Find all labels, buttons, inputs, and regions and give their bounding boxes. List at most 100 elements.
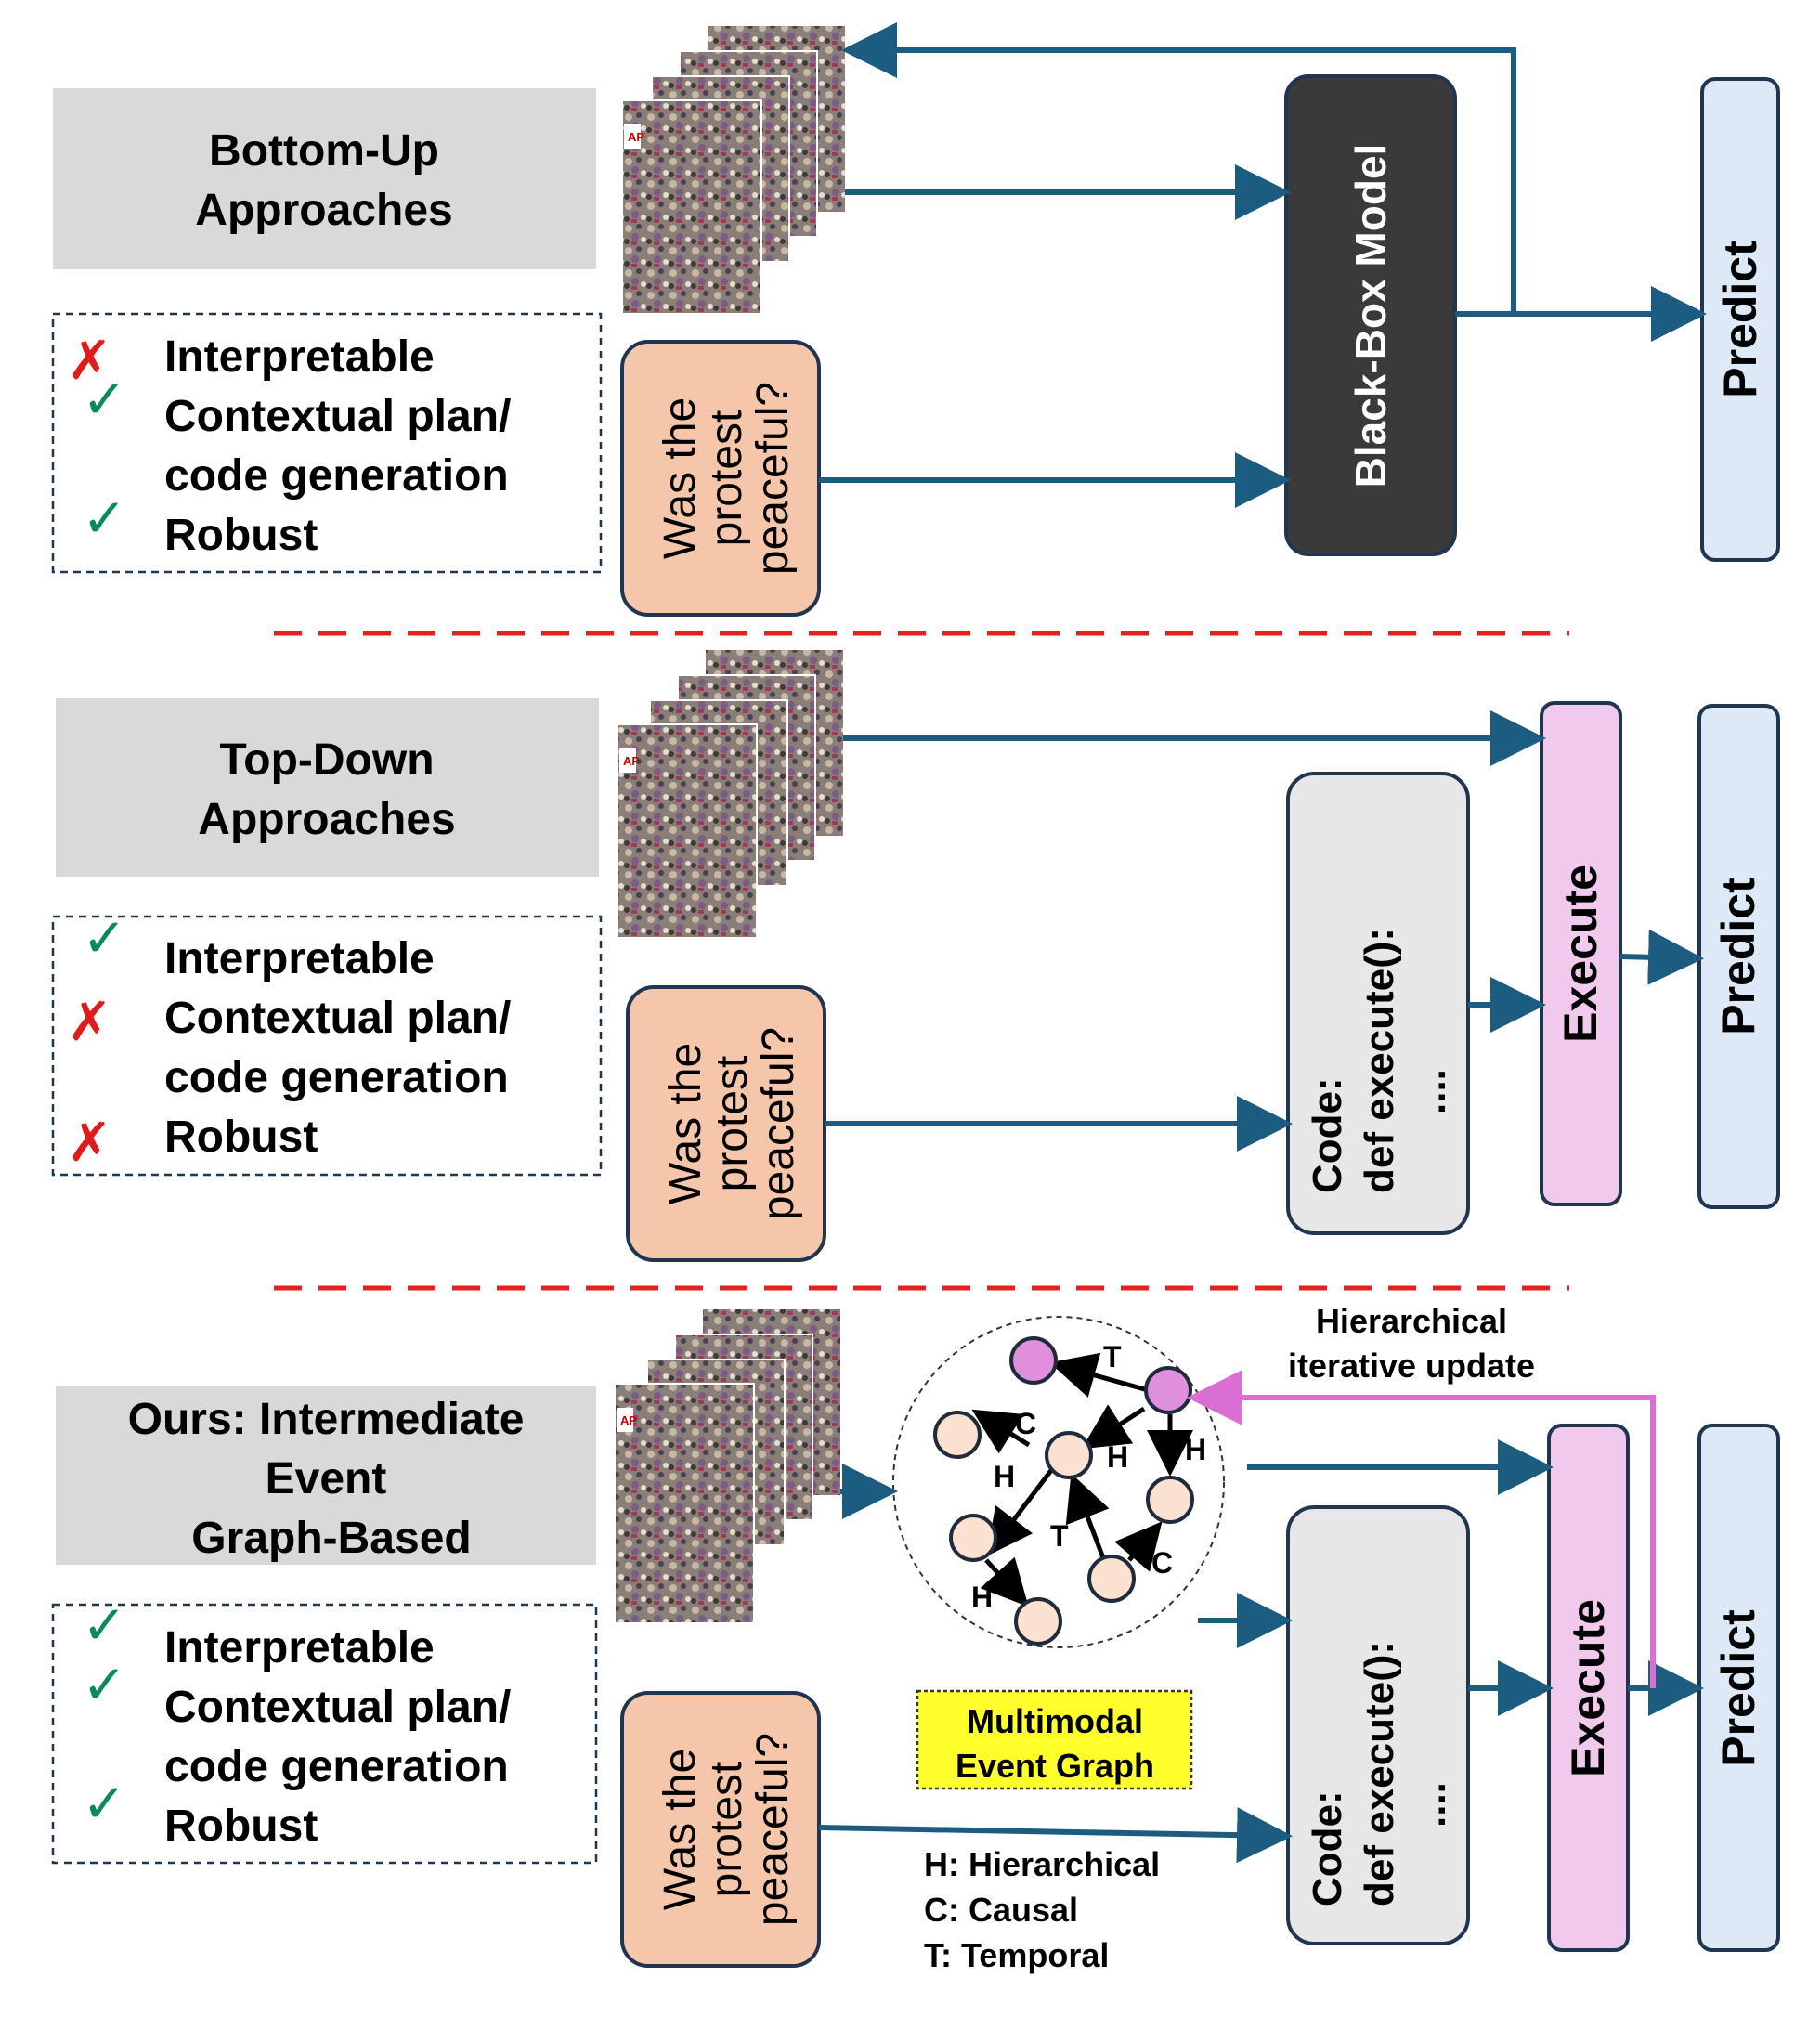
frame-logo [619, 748, 636, 773]
frame-logo-text: AP [628, 130, 644, 144]
video-frame [617, 723, 758, 939]
arrow [1619, 929, 1704, 985]
check-mark-icon: ✓ [82, 1772, 127, 1835]
execute-label: Execute [1554, 865, 1606, 1043]
frame-logo [617, 1408, 633, 1432]
feedback-arrow [841, 22, 1516, 314]
cross-mark-icon: ✗ [67, 1111, 112, 1174]
criteria-box [51, 915, 603, 1177]
code-line-1: Code: [1305, 1077, 1350, 1193]
graph-node [1045, 1431, 1093, 1479]
graph-edge [971, 1409, 1031, 1454]
legend-line-3: T: Temporal [924, 1936, 1109, 1974]
code-line-2: def execute(): [1357, 928, 1402, 1193]
criteria-box [51, 1603, 598, 1865]
code-line-3: .... [1409, 1069, 1454, 1114]
graph-node [1144, 1366, 1192, 1414]
black-box-model-label: Black-Box Model [1346, 144, 1395, 488]
cross-mark-icon: ✗ [67, 329, 112, 392]
predict-label: Predict [1714, 241, 1766, 398]
code-box [1286, 1505, 1470, 1945]
graph-edge [1049, 1352, 1149, 1398]
criterion-robust: Robust [164, 1802, 318, 1851]
section-ours: Ours: Intermediate Event Graph-Based ✓ I… [51, 1302, 1780, 1974]
question-line-3: peaceful? [748, 1733, 798, 1926]
graph-edge [1081, 1404, 1146, 1450]
graph-edge [1065, 1473, 1110, 1564]
criterion-contextual-cont: code generation [164, 1053, 509, 1102]
graph-edge [1114, 1521, 1163, 1572]
frame-logo [624, 124, 641, 149]
criterion-contextual-cont: code generation [164, 451, 509, 501]
section-title-box [53, 88, 596, 269]
criterion-contextual: Contextual plan/ [164, 994, 511, 1043]
legend-line-2: C: Causal [924, 1891, 1078, 1929]
video-frames: AP [617, 650, 843, 939]
criterion-interpretable: Interpretable [164, 332, 435, 382]
edge-label: T [1103, 1340, 1122, 1373]
criterion-robust: Robust [164, 511, 318, 560]
frame-logo-text: AP [620, 1413, 637, 1427]
check-mark-icon: ✓ [82, 906, 127, 969]
update-label-line-1: Hierarchical [1316, 1302, 1507, 1340]
graph-node [949, 1514, 997, 1562]
question-line-1: Was the [656, 1749, 705, 1910]
graph-node [933, 1411, 982, 1459]
criterion-interpretable: Interpretable [164, 934, 435, 983]
section-top-down: Top-Down Approaches ✓ Interpretable ✗ Co… [51, 650, 1780, 1262]
check-mark-icon: ✓ [82, 1594, 127, 1657]
section-title-line-1: Top-Down [219, 735, 434, 785]
criterion-robust: Robust [164, 1113, 318, 1162]
edge-label: C [1151, 1546, 1173, 1580]
edge-label: H [1185, 1433, 1206, 1466]
section-title-line-3: Graph-Based [191, 1514, 471, 1563]
question-line-1: Was the [661, 1043, 710, 1204]
graph-node [1087, 1555, 1136, 1603]
code-line-3: .... [1409, 1782, 1454, 1828]
edge-label: T [1050, 1519, 1069, 1553]
section-title-box [56, 1386, 596, 1565]
video-frames: AP [621, 26, 845, 315]
check-mark-icon: ✓ [82, 1653, 127, 1716]
graph-label-line-1: Multimodal [967, 1702, 1143, 1740]
update-label-line-2: iterative update [1288, 1347, 1535, 1385]
criterion-contextual: Contextual plan/ [164, 1683, 511, 1732]
section-title-line-2: Approaches [198, 795, 455, 844]
legend-line-1: H: Hierarchical [924, 1845, 1160, 1883]
question-line-3: peaceful? [754, 1027, 803, 1220]
cross-mark-icon: ✗ [67, 990, 112, 1053]
edge-label: H [994, 1460, 1015, 1493]
graph-label-line-2: Event Graph [956, 1747, 1154, 1785]
execute-label: Execute [1562, 1599, 1614, 1777]
question-line-2: protest [702, 410, 751, 547]
section-title-line-2: Event [266, 1454, 387, 1503]
frame-logo-text: AP [623, 754, 640, 768]
edge-label: C [1015, 1407, 1036, 1440]
section-bottom-up: Bottom-Up Approaches ✗ Interpretable ✓ C… [51, 22, 1780, 617]
section-title-line-1: Ours: Intermediate [128, 1395, 525, 1444]
code-line-2: def execute(): [1357, 1641, 1402, 1906]
section-title-box [56, 698, 599, 877]
video-frame [614, 1383, 755, 1624]
code-line-1: Code: [1305, 1790, 1350, 1906]
execute-box [1540, 701, 1622, 1206]
criterion-interpretable: Interpretable [164, 1623, 435, 1672]
graph-edge [980, 1556, 1029, 1607]
video-frame [621, 99, 762, 315]
predict-label: Predict [1712, 1609, 1764, 1767]
section-title-line-1: Bottom-Up [209, 126, 439, 176]
multimodal-graph-label-box [916, 1689, 1193, 1790]
question-line-3: peaceful? [748, 382, 798, 575]
section-title-line-2: Approaches [195, 186, 452, 235]
event-graph-boundary [892, 1316, 1225, 1648]
edge-label: H [971, 1581, 993, 1614]
question-line-1: Was the [656, 397, 705, 559]
criterion-contextual: Contextual plan/ [164, 392, 511, 441]
check-mark-icon: ✓ [82, 487, 127, 550]
video-frames: AP [614, 1309, 840, 1624]
arrow [818, 1807, 1293, 1864]
edge-label: H [1107, 1440, 1128, 1474]
check-mark-icon: ✓ [82, 368, 127, 431]
question-line-2: protest [708, 1056, 757, 1192]
